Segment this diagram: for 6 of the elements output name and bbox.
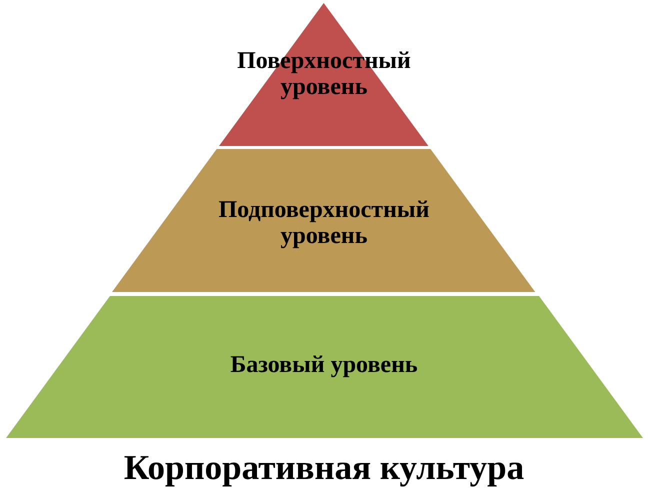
diagram-title: Корпоративная культура: [124, 447, 524, 489]
tier-label: Подповерхностный уровень: [217, 197, 430, 249]
pyramid-tier: [219, 3, 429, 146]
tier-label: Базовый уровень: [230, 352, 418, 378]
pyramid-tier: [6, 296, 642, 438]
pyramid-tier: [112, 149, 536, 292]
